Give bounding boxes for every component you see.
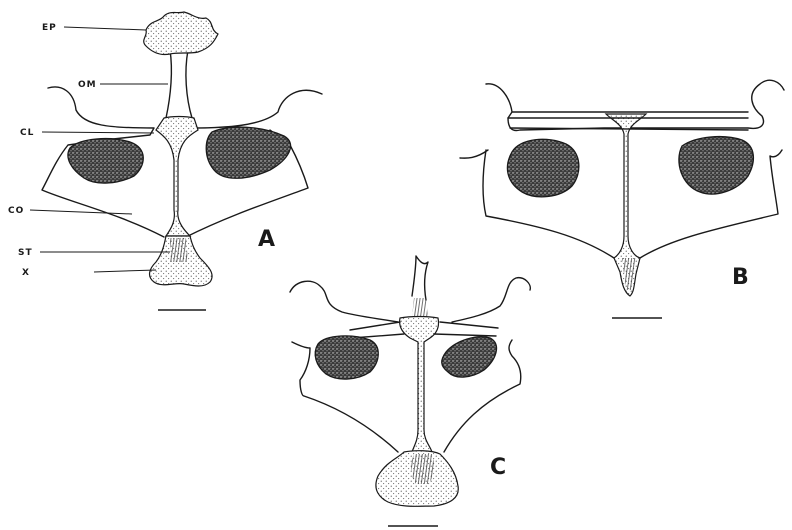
panel-a-omosternum [166,50,192,118]
panel-label-c: C [490,455,507,480]
panel-c-epicoracoid [400,317,439,453]
label-co: CO [8,206,24,216]
panel-c-right-fenestra [442,337,497,377]
leader-ep [64,27,146,30]
panel-c-left-fenestra [315,336,378,379]
leader-co [30,210,132,214]
label-om: OM [78,80,97,90]
panel-a-right-fenestra [206,127,290,178]
panel-label-b: B [732,265,750,290]
label-ep: EP [42,23,57,33]
panel-c-omosternum [412,256,428,300]
label-cl: CL [20,128,34,138]
panel-a-epicoracoid [156,117,198,237]
leader-x [94,270,156,272]
panel-b-left-fenestra [507,139,578,196]
label-st: ST [18,248,33,258]
panel-a-drawing [30,12,322,310]
label-x: X [22,268,30,278]
panel-b-right-fenestra [679,137,754,194]
panel-a-episternum [144,12,218,55]
panel-a-left-fenestra [68,139,143,183]
panel-label-a: A [258,227,276,252]
panel-c-drawing [290,256,530,526]
leader-cl [42,132,154,133]
